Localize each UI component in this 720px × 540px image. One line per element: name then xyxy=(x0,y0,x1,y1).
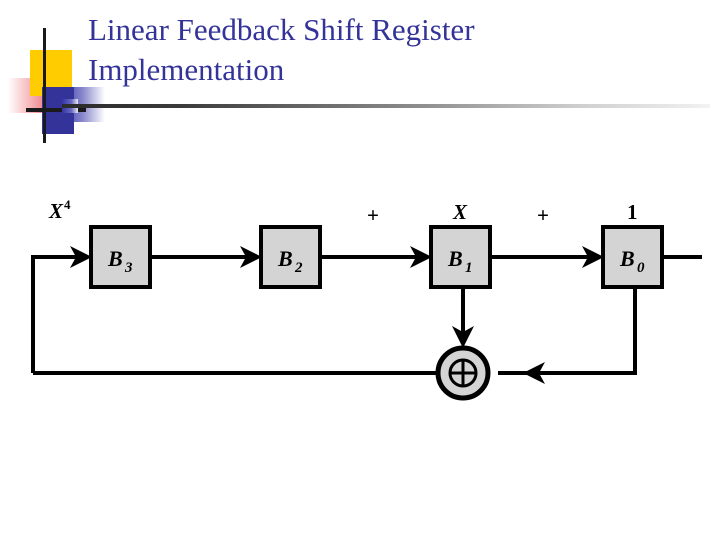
arrowhead-xor-right xyxy=(523,362,545,384)
register-b0[interactable]: B 0 xyxy=(601,225,664,289)
operator-plus-1: + xyxy=(367,203,379,227)
xor-gate[interactable] xyxy=(435,345,491,401)
register-b1-label: B xyxy=(447,246,463,271)
arrowhead-into-b3 xyxy=(70,246,92,268)
arrowhead-into-b1 xyxy=(410,246,432,268)
register-b3-label: B xyxy=(107,246,123,271)
wire-b0-tap-to-xor xyxy=(498,287,637,375)
register-b2-label: B xyxy=(277,246,293,271)
register-b3-subscript: 3 xyxy=(124,260,133,276)
register-b3[interactable]: B 3 xyxy=(89,225,152,289)
register-b0-box[interactable] xyxy=(601,225,664,289)
deco-horizontal-line xyxy=(26,108,86,112)
wire-feedback-up xyxy=(31,255,88,373)
title-divider-rule xyxy=(62,104,710,108)
arrowhead-into-b0 xyxy=(582,246,604,268)
arrowhead-into-b2 xyxy=(240,246,262,268)
register-b1-box[interactable] xyxy=(429,225,492,289)
operator-plus-2: + xyxy=(537,203,549,227)
term-label-one: 1 xyxy=(627,200,638,224)
title-area: Linear Feedback Shift Register Implement… xyxy=(88,10,688,90)
register-b2-box[interactable] xyxy=(259,225,322,289)
term-x4-base: X xyxy=(48,199,64,223)
register-b1-subscript: 1 xyxy=(465,260,473,276)
register-b2-subscript: 2 xyxy=(294,260,303,276)
register-b1[interactable]: B 1 xyxy=(429,225,492,289)
term-x4-superscript: 4 xyxy=(64,197,71,212)
title-decoration-motif xyxy=(0,25,130,145)
term-label-x: X xyxy=(452,200,468,224)
page-title: Linear Feedback Shift Register Implement… xyxy=(88,12,475,87)
term-label-x4: X 4 xyxy=(48,197,71,223)
arrowhead-xor-top xyxy=(452,326,474,348)
register-b2[interactable]: B 2 xyxy=(259,225,322,289)
deco-vertical-line xyxy=(43,28,46,143)
register-b0-subscript: 0 xyxy=(637,260,645,276)
register-b3-box[interactable] xyxy=(89,225,152,289)
register-b0-label: B xyxy=(619,246,635,271)
